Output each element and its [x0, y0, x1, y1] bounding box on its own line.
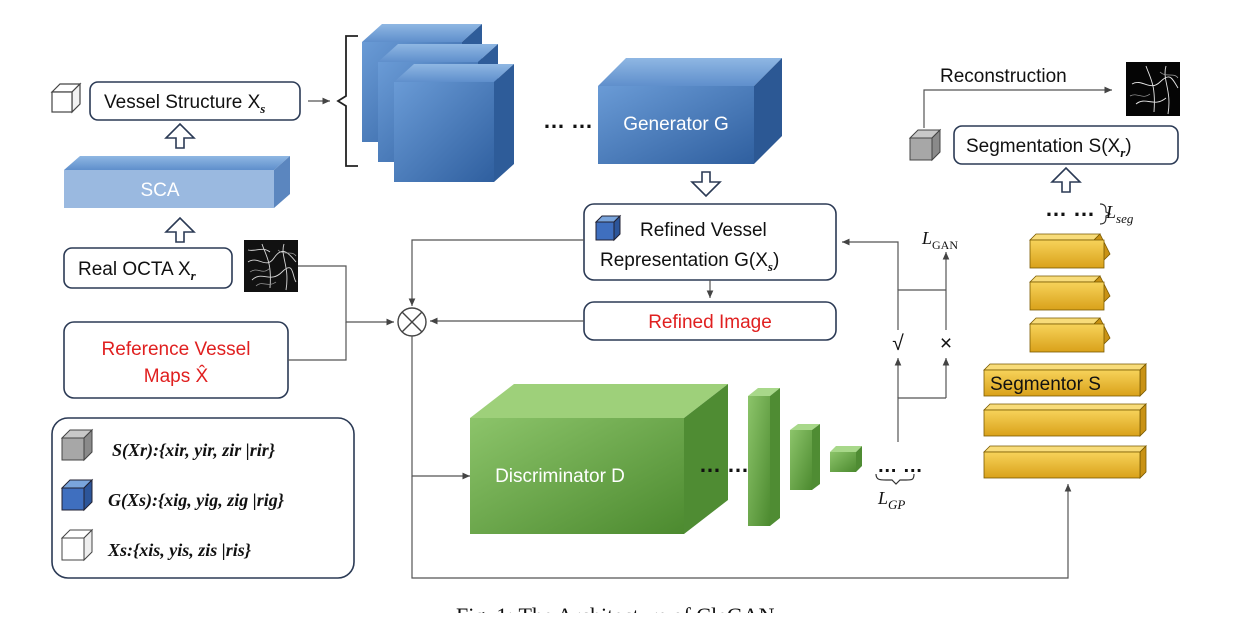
line-to-segmentor: [411, 476, 1072, 579]
gan-loss-label: LGAN: [921, 228, 958, 252]
loss-merge-line: [897, 289, 946, 330]
octa-thumbnail-image: [244, 240, 298, 292]
legend-item-generator: G(Xs):{xig, yig, zig |rig}: [108, 490, 285, 511]
segmentor-label: Segmentor S: [990, 374, 1101, 395]
legend-item-structure: Xs:{xis, yis, zis |ris}: [107, 540, 252, 560]
line-representation-to-combiner: [408, 239, 584, 306]
discriminator-ellipsis: … …: [699, 452, 749, 477]
reconstruction-arrow: [923, 86, 1112, 128]
reconstruction-label: Reconstruction: [940, 66, 1067, 87]
up-arrow-icon: [1050, 166, 1082, 193]
sca-label: SCA: [140, 180, 179, 201]
blue-cube-icon: [594, 214, 622, 242]
legend-item-segmentation: S(Xr):{xir, yir, zir |rir}: [112, 440, 276, 461]
discriminator-label: Discriminator D: [495, 466, 625, 487]
vessel-structure-box: [89, 81, 301, 121]
blue-cube-icon: [60, 478, 94, 512]
times-symbol: ×: [940, 332, 952, 355]
gray-cube-icon: [908, 128, 942, 162]
seg-loss-label: Lseg: [1105, 202, 1134, 226]
real-octa-box: [63, 247, 233, 289]
generator-block: [598, 58, 782, 164]
stack-ellipsis: … …: [543, 108, 593, 133]
arrow-to-representation: [842, 238, 899, 290]
reference-maps-line2: Maps X̂: [144, 365, 209, 387]
loss-branch-line: [897, 397, 946, 442]
gp-brace: [875, 473, 915, 485]
line-reference-to-combiner: [288, 322, 347, 361]
gp-loss-label: LGP: [877, 488, 905, 512]
reconstruction-thumbnail-image: [1126, 62, 1180, 116]
seg-brace: [1099, 203, 1112, 225]
check-symbol: √: [892, 332, 904, 355]
generator-label: Generator G: [623, 114, 729, 135]
discriminator-layers: [748, 388, 862, 526]
segmentor-ellipsis: … …: [1045, 196, 1095, 221]
feature-stack-block: [362, 24, 514, 182]
vessel-structure-label: Vessel Structure Xs: [104, 92, 265, 116]
refined-representation-line2: Representation G(Xs): [600, 250, 779, 274]
gray-cube-icon: [60, 428, 94, 462]
gp-ellipsis: … …: [877, 455, 923, 477]
sca-block: [64, 156, 290, 208]
discriminator-block: [470, 384, 728, 534]
up-arrow-icon: [164, 216, 196, 243]
figure-caption: Fig. 1: The Architecture of CleGAN.: [456, 603, 780, 613]
segmentor-layers: [983, 233, 1147, 479]
white-cube-icon: [50, 82, 82, 114]
line-combiner-to-discriminator: [411, 336, 470, 480]
down-arrow-icon: [690, 171, 722, 198]
bracket: [336, 35, 358, 167]
refined-image-label: Refined Image: [648, 312, 772, 333]
segmentation-box: [953, 125, 1179, 165]
up-arrow-icon: [164, 122, 196, 149]
real-octa-label: Real OCTA Xr: [78, 259, 197, 283]
legend-box: [51, 417, 355, 579]
reference-maps-line1: Reference Vessel: [102, 339, 251, 360]
segmentation-label: Segmentation S(Xr): [966, 136, 1132, 160]
white-cube-icon: [60, 528, 94, 562]
line-octa-to-combiner: [298, 265, 394, 326]
refined-representation-line1: Refined Vessel: [640, 220, 767, 241]
